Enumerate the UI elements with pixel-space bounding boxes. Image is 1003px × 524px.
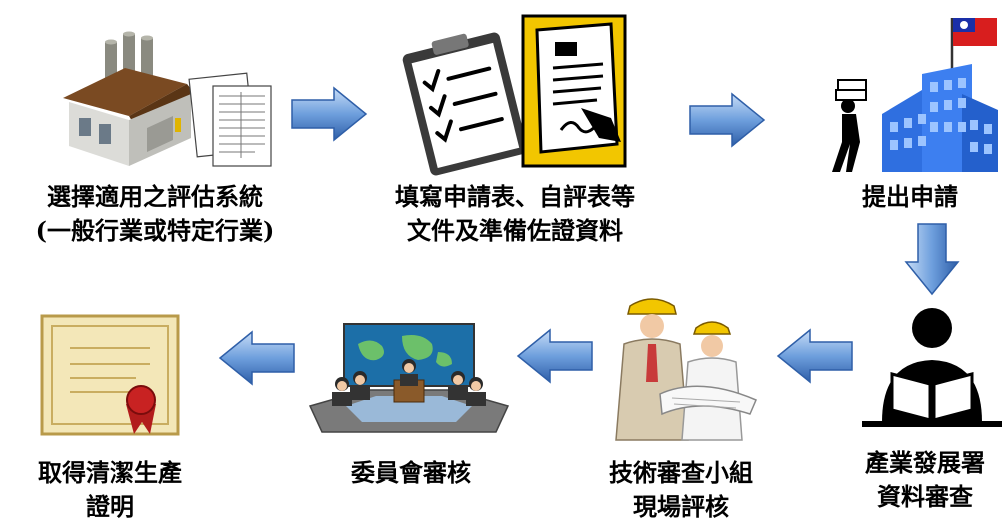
step-committee (306, 322, 512, 442)
step-certificate (40, 314, 180, 438)
label-line: 產業發展署 (865, 448, 985, 477)
arrow-right-2 (688, 92, 766, 148)
engineers-inspecting-icon (615, 298, 757, 441)
label-line: 現場評核 (633, 492, 729, 521)
arrow-left-1 (776, 328, 854, 384)
person-carrying-to-government-building-icon (832, 18, 998, 172)
arrow-down (904, 222, 960, 296)
person-reading-icon (862, 308, 1002, 427)
step-label-select-system: 選擇適用之評估系統 (一般行業或特定行業) (10, 180, 300, 248)
step-label-fill-forms: 填寫申請表、自評表等 文件及準備佐證資料 (370, 180, 660, 248)
step-label-committee: 委員會審核 (316, 456, 506, 490)
step-label-review: 產業發展署 資料審查 (850, 446, 1000, 514)
label-line: 提出申請 (862, 182, 958, 211)
checklist-writing-icon (402, 14, 627, 176)
factory-documents-icon (63, 31, 272, 167)
label-line: 技術審查小組 (609, 458, 753, 487)
label-line: 文件及準備佐證資料 (407, 216, 623, 245)
step-select-system (55, 28, 285, 178)
step-label-onsite: 技術審查小組 現場評核 (586, 456, 776, 524)
arrow-right-1 (290, 86, 368, 142)
arrow-left-2 (516, 328, 594, 384)
label-line: 選擇適用之評估系統 (47, 182, 263, 211)
label-line: 資料審查 (877, 482, 973, 511)
certificate-icon (40, 314, 180, 436)
step-label-submit: 提出申請 (840, 180, 980, 214)
step-fill-forms (385, 12, 630, 177)
label-line: 取得清潔生產 (38, 458, 182, 487)
label-line: 委員會審核 (351, 458, 471, 487)
step-onsite (600, 292, 760, 442)
label-line: 填寫申請表、自評表等 (395, 182, 635, 211)
step-review (862, 302, 1002, 432)
committee-meeting-icon (308, 323, 510, 433)
step-submit (822, 14, 1000, 176)
step-label-certificate: 取得清潔生產 證明 (10, 456, 210, 524)
arrow-left-3 (218, 330, 296, 386)
label-line: (一般行業或特定行業) (35, 216, 275, 245)
label-line: 證明 (86, 492, 134, 521)
